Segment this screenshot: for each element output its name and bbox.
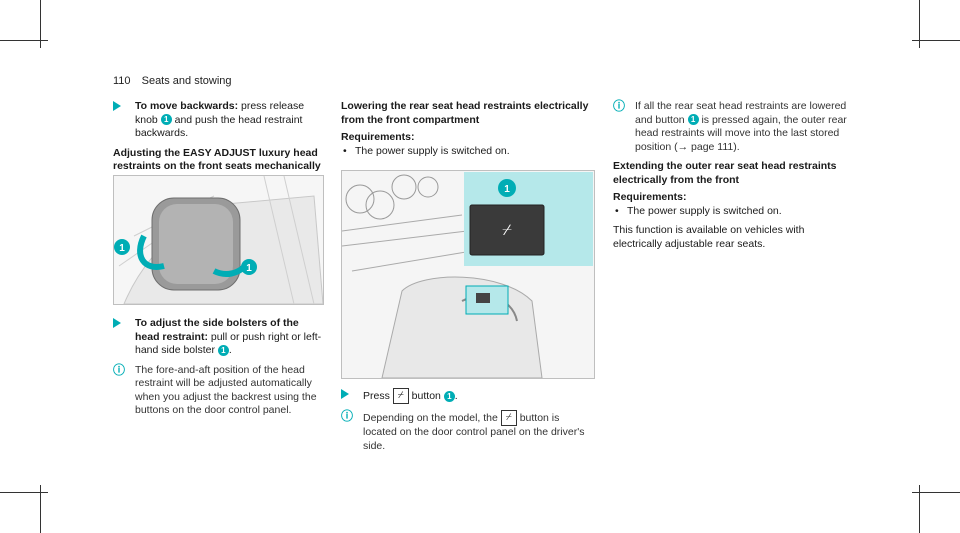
page-header: 110 Seats and stowing — [113, 75, 232, 87]
marker-1: 1 — [160, 114, 172, 126]
section-heading: Lowering the rear seat head restraints e… — [341, 100, 589, 126]
console-illustration: ⌿ 1 — [342, 171, 594, 378]
step-arrow-icon — [113, 101, 121, 111]
crop-mark — [919, 0, 920, 48]
column-2-lower: Press ⌿ button 1. ⓘ Depending on the mod… — [341, 388, 594, 459]
step-move-backwards: To move backwards: press release knob 1 … — [113, 100, 323, 141]
requirement-item: The power supply is switched on. — [341, 145, 594, 159]
step-arrow-icon — [113, 318, 121, 328]
svg-text:1: 1 — [246, 263, 252, 274]
marker-1: 1 — [443, 390, 455, 402]
column-2: Lowering the rear seat head restraints e… — [341, 100, 594, 164]
crop-mark — [912, 40, 960, 41]
crop-mark — [919, 485, 920, 533]
requirement-item: The power supply is switched on. — [613, 205, 853, 219]
step-press-button: Press ⌿ button 1. — [341, 388, 594, 404]
figure-console: ⌿ 1 — [341, 170, 595, 379]
svg-text:1: 1 — [504, 184, 510, 195]
info-icon: ⓘ — [113, 362, 126, 377]
section-heading: Extending the outer rear seat head restr… — [613, 160, 837, 186]
column-1: To move backwards: press release knob 1 … — [113, 100, 323, 178]
seat-button-icon: ⌿ — [500, 410, 517, 426]
section-heading: Adjusting the EASY ADJUST luxury head re… — [113, 146, 321, 173]
info-icon: ⓘ — [341, 409, 354, 423]
marker-1: 1 — [687, 114, 699, 126]
head-restraint-illustration: 1 1 — [114, 176, 323, 304]
section-title: Seats and stowing — [141, 75, 232, 87]
column-3: ⓘ If all the rear seat head restraints a… — [613, 99, 853, 251]
page-number: 110 — [113, 75, 131, 87]
step-side-bolsters: To adjust the side bolsters of the head … — [113, 317, 323, 358]
step-arrow-icon — [341, 389, 349, 399]
marker-1: 1 — [217, 344, 229, 356]
crop-mark — [0, 40, 48, 41]
svg-text:1: 1 — [119, 243, 125, 254]
seat-button-icon: ⌿ — [392, 388, 409, 404]
info-note: ⓘ The fore-and-aft position of the head … — [113, 362, 317, 416]
info-icon: ⓘ — [613, 99, 626, 113]
crop-mark — [912, 492, 960, 493]
paragraph: This function is available on vehicles w… — [613, 224, 805, 250]
svg-text:⌿: ⌿ — [502, 220, 512, 239]
crop-mark — [40, 485, 41, 533]
requirements-label: Requirements: — [613, 191, 687, 203]
crop-mark — [40, 0, 41, 48]
requirements-label: Requirements: — [341, 131, 415, 143]
page-reference-link[interactable]: → page 111 — [677, 140, 734, 153]
figure-head-restraint: 1 1 — [113, 175, 324, 305]
info-note: ⓘ Depending on the model, the ⌿ button i… — [341, 409, 585, 452]
crop-mark — [0, 492, 48, 493]
column-1-lower: To adjust the side bolsters of the head … — [113, 317, 323, 424]
info-note: ⓘ If all the rear seat head restraints a… — [613, 99, 847, 153]
